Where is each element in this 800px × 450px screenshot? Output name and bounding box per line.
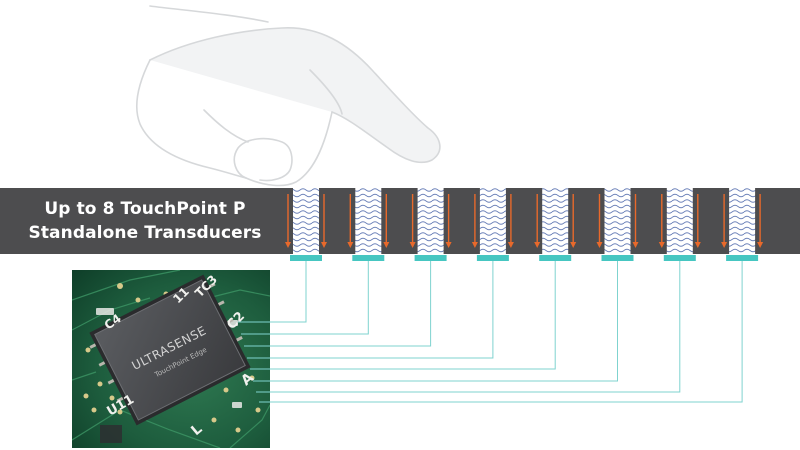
- connector-pad-5: [539, 255, 572, 261]
- arrow-icon: [507, 194, 514, 248]
- transducer-8: [721, 188, 764, 261]
- arrow-icon: [409, 194, 416, 248]
- arrow-icon: [383, 194, 390, 248]
- title-line-1: Up to 8 TouchPoint P: [44, 199, 246, 219]
- connector-pad-7: [663, 255, 696, 261]
- arrow-icon: [445, 194, 452, 248]
- trace-5: [250, 261, 556, 370]
- transducer-5: [534, 188, 577, 261]
- arrow-icon: [596, 194, 603, 248]
- arrow-icon: [757, 194, 764, 248]
- transducer-wave-6: [604, 188, 631, 254]
- sensor-bar: [0, 188, 800, 254]
- arrow-icon: [658, 194, 665, 248]
- transducer-wave-2: [355, 188, 382, 254]
- trace-7: [256, 261, 681, 393]
- arrow-icon: [694, 194, 701, 248]
- transducer-7: [658, 188, 701, 261]
- transducer-wave-4: [479, 188, 506, 254]
- transducer-1: [285, 188, 327, 261]
- connector-pad-8: [726, 255, 759, 261]
- arrow-icon: [321, 194, 327, 248]
- arrow-icon: [285, 194, 291, 248]
- trace-2: [241, 261, 369, 335]
- arrow-icon: [347, 194, 354, 248]
- transducer-6: [596, 188, 639, 261]
- trace-group: [238, 261, 743, 403]
- arrow-icon: [534, 194, 541, 248]
- arrow-icon: [471, 194, 478, 248]
- transducer-group: [285, 188, 764, 261]
- title-line-2: Standalone Transducers: [28, 223, 262, 243]
- transducer-wave-8: [729, 188, 756, 254]
- bar-title: Up to 8 TouchPoint P Standalone Transduc…: [0, 188, 290, 254]
- connector-pad-6: [601, 255, 634, 261]
- trace-1: [238, 261, 307, 323]
- trace-3: [244, 261, 432, 347]
- transducer-wave-7: [666, 188, 693, 254]
- trace-4: [247, 261, 494, 359]
- arrow-icon: [570, 194, 577, 248]
- arrow-icon: [721, 194, 728, 248]
- connector-pad-1: [290, 255, 322, 261]
- transducer-2: [347, 188, 390, 261]
- transducer-wave-1: [293, 188, 319, 254]
- connector-pad-4: [476, 255, 509, 261]
- transducer-4: [471, 188, 514, 261]
- connector-pad-3: [414, 255, 447, 261]
- transducer-3: [409, 188, 452, 261]
- pcb-photo: ULTRASENSE TouchPoint Edge C4 TC3 C2 U11…: [72, 270, 270, 448]
- connector-pad-2: [352, 255, 385, 261]
- trace-6: [253, 261, 618, 382]
- trace-8: [259, 261, 743, 403]
- arrow-icon: [632, 194, 639, 248]
- transducer-wave-3: [417, 188, 444, 254]
- finger-illustration: [136, 5, 441, 187]
- transducer-wave-5: [542, 188, 569, 254]
